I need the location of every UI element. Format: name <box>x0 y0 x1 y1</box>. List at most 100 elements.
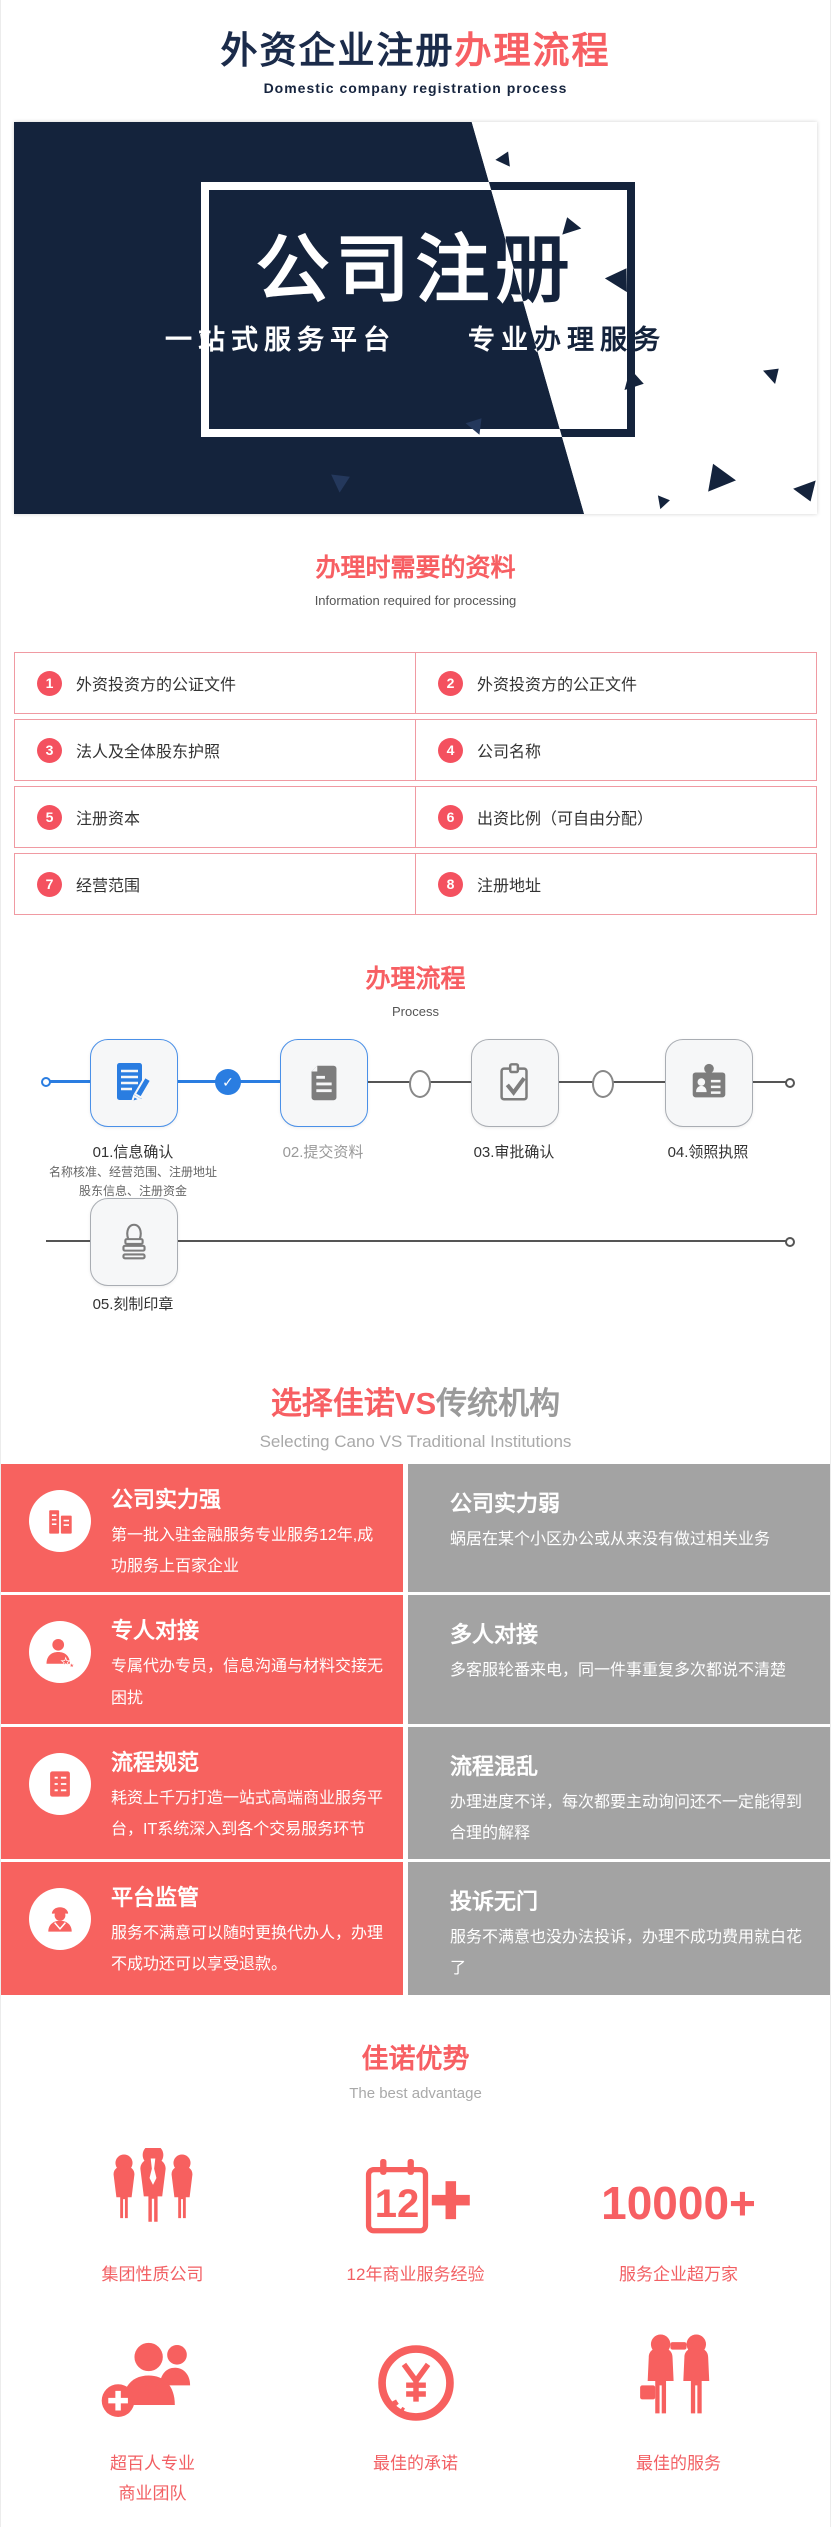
versus-right-cell: 投诉无门 服务不满意也没办法投诉，办理不成功费用就白花了 <box>408 1862 830 1995</box>
material-text: 公司名称 <box>477 744 542 761</box>
number-badge: 8 <box>438 871 463 897</box>
versus-left-title: 公司实力强 <box>111 1487 222 1512</box>
number-badge: 5 <box>37 804 62 830</box>
yuan-circle-icon <box>284 2333 547 2429</box>
people-group-icon <box>21 2144 284 2240</box>
advantage-item: 10000+ 服务企业超万家 <box>547 2144 810 2290</box>
step-box-2 <box>280 1039 368 1127</box>
stamp-icon <box>122 1223 146 1260</box>
page-title-red: 办理流程 <box>454 30 611 71</box>
versus-right-text: 蜗居在某个小区办公或从来没有做过相关业务 <box>450 1531 771 1548</box>
advantage-label: 集团性质公司 <box>101 2264 204 2284</box>
materials-title: 办理时需要的资料 <box>315 554 516 582</box>
versus-right-text: 服务不满意也没办法投诉，办理不成功费用就白花了 <box>450 1929 803 1978</box>
step-box-1 <box>90 1039 178 1127</box>
banner-frame <box>201 182 585 437</box>
material-item-7: 7 经营范围 <box>14 853 415 915</box>
number-badge: 7 <box>37 871 62 897</box>
step-box-4 <box>665 1039 753 1127</box>
triangle-decoration <box>624 368 650 396</box>
material-text: 经营范围 <box>76 878 141 895</box>
triangle-decoration <box>698 455 736 492</box>
versus-left-title: 流程规范 <box>111 1749 200 1775</box>
versus-title: 选择佳诺VS传统机构 <box>1 1378 830 1423</box>
triangle-decoration <box>763 359 787 385</box>
versus-row: 流程规范 耗资上千万打造一站式高端商业服务平台，IT系统深入到各个交易服务环节 … <box>1 1726 830 1860</box>
team-plus-icon <box>21 2333 284 2429</box>
versus-row: 平台监管 服务不满意可以随时更换代办人，办理不成功还可以享受退款。 投诉无门 服… <box>1 1862 830 1995</box>
page-header: 外资企业注册办理流程 Domestic company registration… <box>1 0 830 96</box>
page-subtitle: Domestic company registration process <box>263 80 568 96</box>
advantages-title: 佳诺优势 <box>361 2043 470 2074</box>
versus-left-texts: 公司实力强 第一批入驻金融服务专业服务12年,成功服务上百家企业 <box>111 1476 389 1582</box>
versus-left-texts: 专人对接 专属代办专员，信息沟通与材料交接无困扰 <box>111 1607 389 1713</box>
versus-right-title: 多人对接 <box>450 1622 539 1648</box>
material-text: 注册资本 <box>76 811 141 828</box>
versus-left-title: 平台监管 <box>111 1885 200 1911</box>
stat-10000: 10000+ <box>601 2176 756 2229</box>
versus-right-title: 流程混乱 <box>450 1753 539 1779</box>
versus-left-texts: 平台监管 服务不满意可以随时更换代办人，办理不成功还可以享受退款。 <box>111 1874 389 1984</box>
process-title: 办理流程 <box>365 965 466 993</box>
versus-left-texts: 流程规范 耗资上千万打造一站式高端商业服务平台，IT系统深入到各个交易服务环节 <box>111 1739 389 1849</box>
number-badge: 3 <box>37 737 62 763</box>
versus-row: ★ ★ 专人对接 专属代办专员，信息沟通与材料交接无困扰 多人对接 多客服轮番来… <box>1 1595 830 1724</box>
versus-right-title: 公司实力弱 <box>450 1491 561 1516</box>
versus-title-gray: 传统机构 <box>436 1386 561 1421</box>
material-item-2: 2 外资投资方的公正文件 <box>415 652 817 714</box>
advantages-subtitle: The best advantage <box>349 2084 482 2102</box>
svg-text:★: ★ <box>61 1657 71 1669</box>
material-text: 外资投资方的公证文件 <box>76 677 237 694</box>
advantages-grid: 集团性质公司 12 12年商业服务经验 10000+ 服务企业超万家 <box>1 2144 830 2509</box>
advantages-section-header: 佳诺优势 The best advantage <box>1 2037 830 2102</box>
check-icon: ✓ <box>215 1069 241 1095</box>
triangle-decoration <box>657 492 675 510</box>
advantage-item: 12 12年商业服务经验 <box>284 2144 547 2290</box>
number-badge: 2 <box>438 670 463 696</box>
advantage-item: 最佳的服务 <box>547 2333 810 2509</box>
triangle-decoration <box>495 145 517 167</box>
versus-right-cell: 多人对接 多客服轮番来电，同一件事重复多次都说不清楚 <box>408 1595 830 1724</box>
calendar-number: 12 <box>374 2182 419 2226</box>
document-edit-icon <box>117 1063 153 1104</box>
footer-spacer <box>1 2509 830 2527</box>
flow-end-dot <box>785 1078 795 1088</box>
versus-left-cell: ★ ★ 专人对接 专属代办专员，信息沟通与材料交接无困扰 <box>1 1595 403 1724</box>
calendar-12-icon: 12 <box>284 2144 547 2240</box>
process-flow: ✓ 01.信息确认 02.提交资料 03.审批确认 04.领照执照 名称核准、经… <box>1 1039 830 1334</box>
stat-number: 10000+ <box>547 2144 810 2240</box>
versus-left-title: 专人对接 <box>111 1618 200 1644</box>
versus-left-text: 专属代办专员，信息沟通与材料交接无困扰 <box>111 1658 384 1707</box>
step-label-1: 01.信息确认 <box>92 1144 174 1161</box>
step-box-5 <box>90 1198 178 1286</box>
versus-subtitle: Selecting Cano VS Traditional Institutio… <box>259 1432 572 1451</box>
advantage-label: 最佳的承诺 <box>373 2454 458 2474</box>
versus-right-text: 办理进度不详，每次都要主动询问还不一定能得到合理的解释 <box>450 1793 803 1842</box>
versus-left-text: 耗资上千万打造一站式高端商业服务平台，IT系统深入到各个交易服务环节 <box>111 1789 384 1838</box>
step-label-2: 02.提交资料 <box>282 1144 364 1161</box>
flow-line-gray <box>366 1081 789 1083</box>
step-box-3 <box>471 1039 559 1127</box>
material-text: 出资比例（可自由分配） <box>477 811 654 828</box>
svg-text:★: ★ <box>68 1662 75 1671</box>
versus-left-cell: 公司实力强 第一批入驻金融服务专业服务12年,成功服务上百家企业 <box>1 1464 403 1593</box>
versus-right-title: 投诉无门 <box>450 1889 539 1915</box>
triangle-decoration <box>793 480 817 509</box>
versus-right-text: 多客服轮番来电，同一件事重复多次都说不清楚 <box>450 1662 787 1680</box>
material-text: 注册地址 <box>477 878 542 895</box>
versus-left-text: 服务不满意可以随时更换代办人，办理不成功还可以享受退款。 <box>111 1925 384 1974</box>
process-subtitle: Process <box>392 1004 439 1019</box>
flow-line-blue <box>46 1080 366 1083</box>
material-text: 外资投资方的公正文件 <box>477 677 638 694</box>
material-item-8: 8 注册地址 <box>415 853 817 915</box>
checklist-icon <box>29 1752 91 1815</box>
page-title: 外资企业注册办理流程 <box>1 20 830 74</box>
versus-left-text: 第一批入驻金融服务专业服务12年,成功服务上百家企业 <box>111 1527 374 1576</box>
